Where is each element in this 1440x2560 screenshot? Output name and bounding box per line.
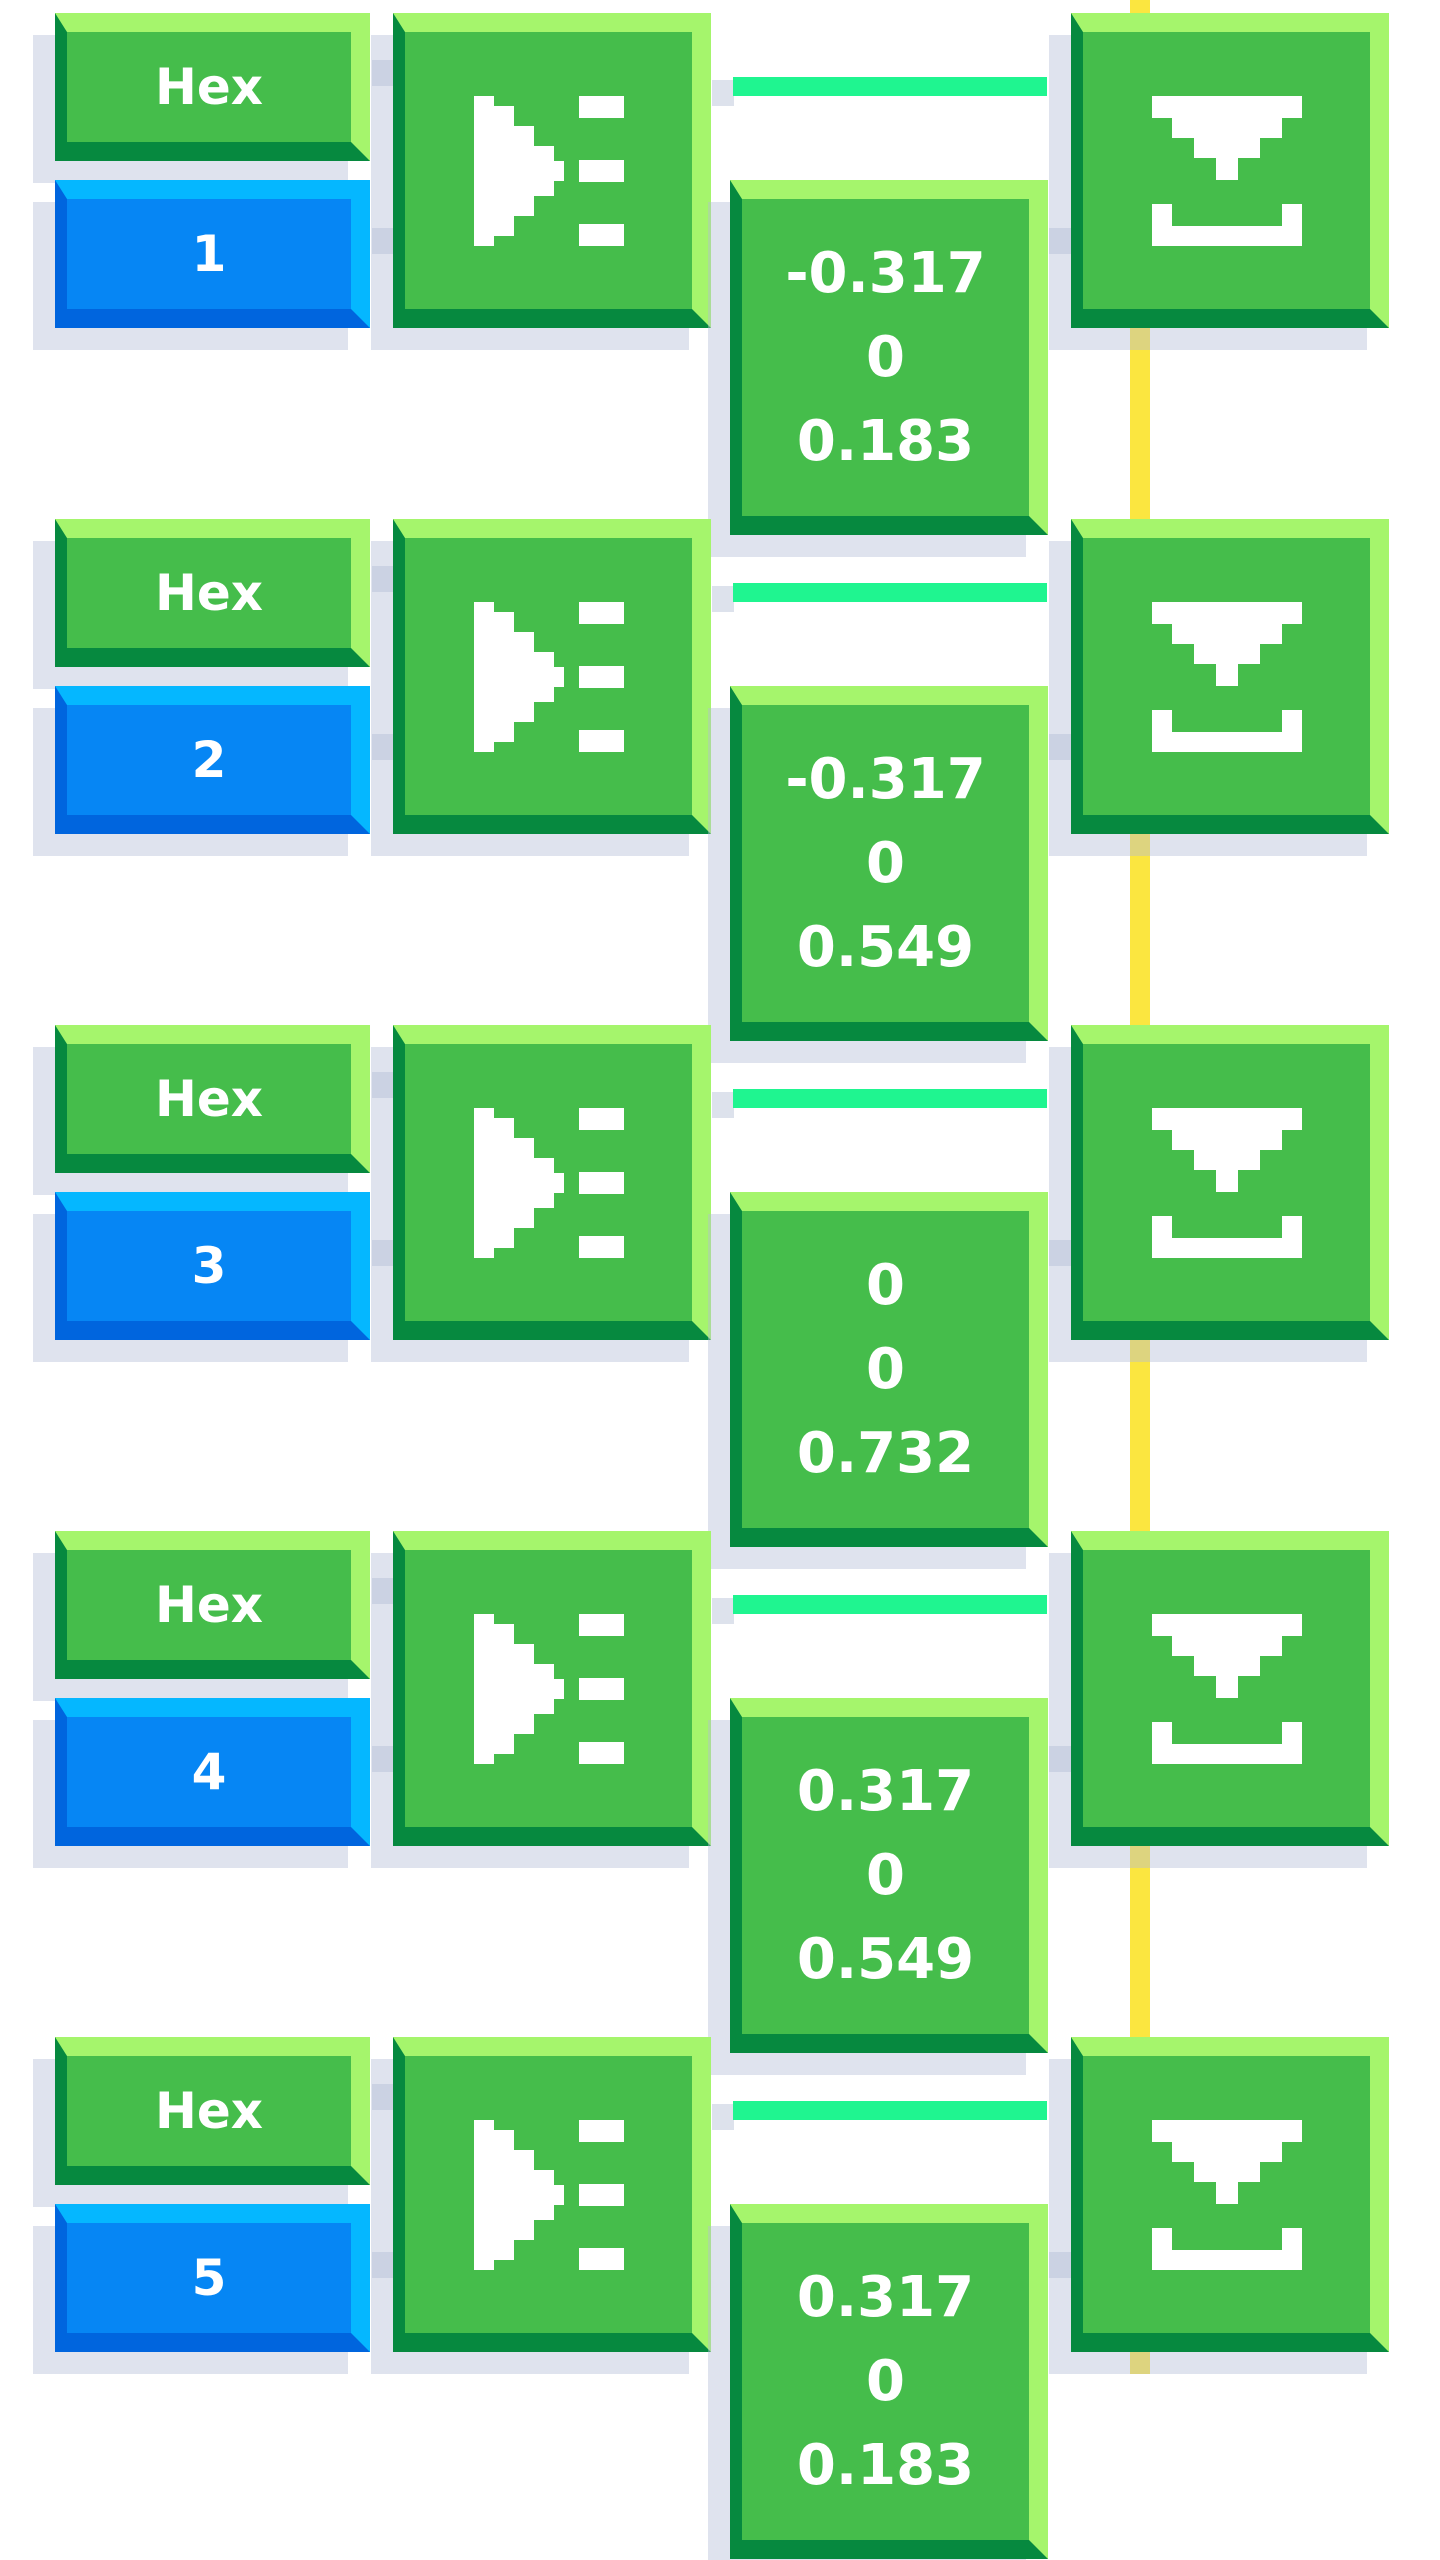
connector-line-yellow bbox=[1130, 1846, 1150, 2037]
hex-label-block[interactable]: Hex bbox=[55, 13, 370, 161]
connector-line-green bbox=[733, 1089, 1047, 1108]
filter-icon bbox=[473, 1107, 624, 1258]
index-value: 5 bbox=[191, 2249, 227, 2307]
port-tab bbox=[372, 60, 394, 86]
funnel-tray-icon bbox=[1151, 1107, 1302, 1258]
port-tab bbox=[372, 1072, 394, 1098]
sink-block[interactable] bbox=[1071, 519, 1389, 834]
index-value: 4 bbox=[191, 1743, 227, 1801]
port-tab bbox=[372, 1746, 394, 1772]
sink-block[interactable] bbox=[1071, 1531, 1389, 1846]
funnel-tray-icon bbox=[1151, 1613, 1302, 1764]
vector-value-y: 0 bbox=[866, 2348, 905, 2414]
index-value: 1 bbox=[191, 225, 227, 283]
funnel-tray-icon bbox=[1151, 95, 1302, 246]
hex-label-block[interactable]: Hex bbox=[55, 2037, 370, 2185]
vector-value-y: 0 bbox=[866, 1336, 905, 1402]
vector-value-y: 0 bbox=[866, 324, 905, 390]
node-row: Hex 1 -0.317 0 0.183 bbox=[0, 0, 1440, 536]
hex-label: Hex bbox=[154, 1576, 263, 1634]
vector-value-x: 0.317 bbox=[796, 1758, 975, 1824]
port-tab bbox=[712, 586, 734, 612]
hex-label-block[interactable]: Hex bbox=[55, 1531, 370, 1679]
port-tab bbox=[712, 2104, 734, 2130]
vector-value-x: -0.317 bbox=[785, 746, 986, 812]
filter-block[interactable] bbox=[393, 13, 711, 328]
port-tab bbox=[372, 2252, 394, 2278]
vector-values-block[interactable]: 0.317 0 0.549 bbox=[730, 1698, 1048, 2053]
hex-label: Hex bbox=[154, 58, 263, 116]
port-tab bbox=[372, 566, 394, 592]
vector-value-z: 0.183 bbox=[796, 408, 975, 474]
filter-block[interactable] bbox=[393, 2037, 711, 2352]
vector-value-x: 0.317 bbox=[796, 2264, 975, 2330]
hex-label: Hex bbox=[154, 1070, 263, 1128]
port-tab bbox=[1049, 1746, 1071, 1772]
vector-value-z: 0.549 bbox=[796, 914, 975, 980]
hex-label-block[interactable]: Hex bbox=[55, 519, 370, 667]
vector-values-block[interactable]: 0.317 0 0.183 bbox=[730, 2204, 1048, 2559]
port-tab bbox=[1049, 1240, 1071, 1266]
vector-values-block[interactable]: -0.317 0 0.549 bbox=[730, 686, 1048, 1041]
connector-line-yellow bbox=[1130, 1340, 1150, 1531]
node-row: Hex 5 0.317 0 0.183 bbox=[0, 2024, 1440, 2560]
port-tab bbox=[1049, 734, 1071, 760]
port-tab bbox=[712, 1598, 734, 1624]
node-row: Hex 4 0.317 0 0.549 bbox=[0, 1518, 1440, 2054]
connector-line-green bbox=[733, 1595, 1047, 1614]
index-block[interactable]: 5 bbox=[55, 2204, 370, 2352]
vector-value-z: 0.183 bbox=[796, 2432, 975, 2498]
funnel-tray-icon bbox=[1151, 601, 1302, 752]
connector-line-yellow bbox=[1130, 834, 1150, 1025]
filter-icon bbox=[473, 95, 624, 246]
port-tab bbox=[372, 228, 394, 254]
index-value: 2 bbox=[191, 731, 227, 789]
connector-line-green bbox=[733, 2101, 1047, 2120]
connector-line-green bbox=[733, 77, 1047, 96]
filter-block[interactable] bbox=[393, 1025, 711, 1340]
vector-values-block[interactable]: 0 0 0.732 bbox=[730, 1192, 1048, 1547]
vector-values-block[interactable]: -0.317 0 0.183 bbox=[730, 180, 1048, 535]
filter-icon bbox=[473, 2119, 624, 2270]
node-row: Hex 2 -0.317 0 0.549 bbox=[0, 506, 1440, 1042]
filter-icon bbox=[473, 601, 624, 752]
filter-block[interactable] bbox=[393, 1531, 711, 1846]
hex-label-block[interactable]: Hex bbox=[55, 1025, 370, 1173]
connector-line-green bbox=[733, 583, 1047, 602]
connector-line-yellow bbox=[1130, 328, 1150, 519]
sink-block[interactable] bbox=[1071, 13, 1389, 328]
vector-value-z: 0.732 bbox=[796, 1420, 975, 1486]
port-tab bbox=[372, 1578, 394, 1604]
sink-block[interactable] bbox=[1071, 1025, 1389, 1340]
filter-block[interactable] bbox=[393, 519, 711, 834]
index-block[interactable]: 1 bbox=[55, 180, 370, 328]
port-tab bbox=[712, 1092, 734, 1118]
funnel-tray-icon bbox=[1151, 2119, 1302, 2270]
hex-label: Hex bbox=[154, 2082, 263, 2140]
vector-value-x: 0 bbox=[866, 1252, 905, 1318]
port-tab bbox=[372, 1240, 394, 1266]
port-tab bbox=[372, 734, 394, 760]
index-block[interactable]: 3 bbox=[55, 1192, 370, 1340]
index-block[interactable]: 4 bbox=[55, 1698, 370, 1846]
vector-value-y: 0 bbox=[866, 830, 905, 896]
connector-line-yellow bbox=[1130, 2352, 1150, 2374]
vector-value-x: -0.317 bbox=[785, 240, 986, 306]
sink-block[interactable] bbox=[1071, 2037, 1389, 2352]
port-tab bbox=[1049, 2252, 1071, 2278]
index-value: 3 bbox=[191, 1237, 227, 1295]
vector-value-y: 0 bbox=[866, 1842, 905, 1908]
port-tab bbox=[712, 80, 734, 106]
port-tab bbox=[1049, 228, 1071, 254]
filter-icon bbox=[473, 1613, 624, 1764]
port-tab bbox=[372, 2084, 394, 2110]
node-row: Hex 3 0 0 0.732 bbox=[0, 1012, 1440, 1548]
index-block[interactable]: 2 bbox=[55, 686, 370, 834]
vector-value-z: 0.549 bbox=[796, 1926, 975, 1992]
connector-line-yellow bbox=[1130, 0, 1150, 13]
hex-label: Hex bbox=[154, 564, 263, 622]
